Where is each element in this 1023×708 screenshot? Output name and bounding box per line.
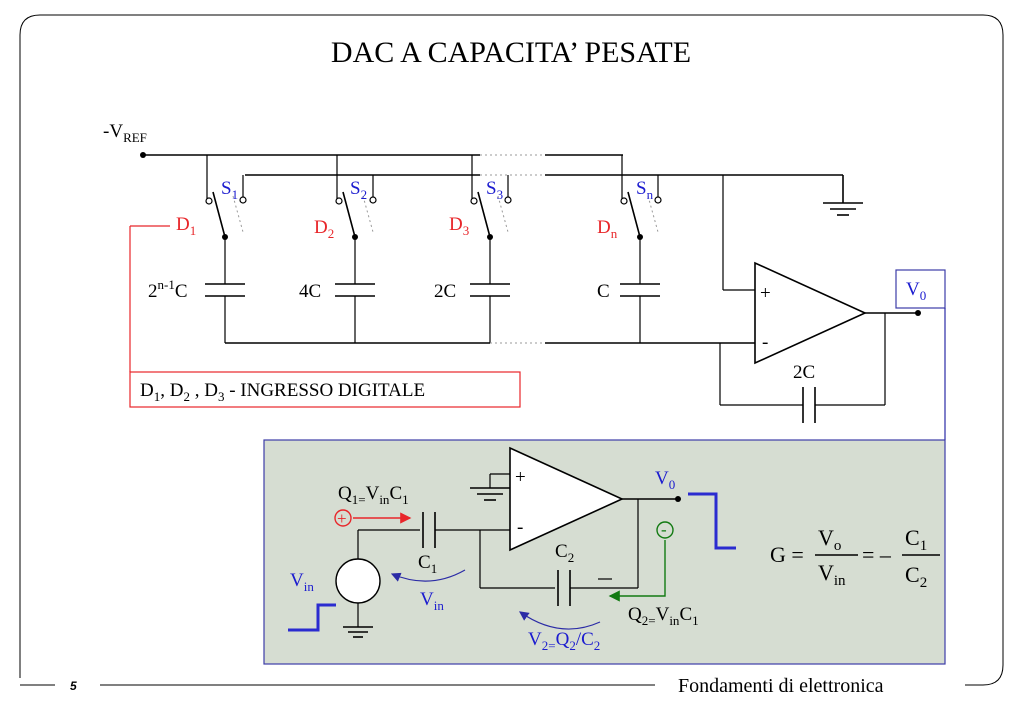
gain-den2: C2 <box>905 562 927 591</box>
gain-formula: G = Vo Vin = – C1 C2 <box>770 525 940 591</box>
detail-panel: + - V0 C1 Q1=VinC1 + <box>263 439 946 665</box>
output-step-waveform <box>688 492 736 550</box>
digital-label-1: D1 <box>176 214 196 238</box>
vref-label: -VREF <box>103 121 147 145</box>
digital-input-box <box>129 371 521 408</box>
detail-output-terminal <box>675 496 681 502</box>
digital-label-3: D3 <box>449 214 469 238</box>
digital-input-label: D1, D2 , D3 - INGRESSO DIGITALE <box>140 380 425 404</box>
gain-num2: C1 <box>905 525 927 554</box>
input-step-waveform <box>288 603 336 632</box>
main-opamp-minus: - <box>762 332 768 353</box>
cap-label-1: 2n-1C <box>148 277 188 302</box>
vin-arrow-label: Vin <box>420 589 444 613</box>
switch-branch-2: S2 D2 4C <box>299 155 377 343</box>
gain-g: G = <box>770 542 804 567</box>
plus-charge-icon <box>334 509 352 527</box>
q1-label: Q1=VinC1 <box>338 483 409 507</box>
main-opamp-plus: + <box>760 283 771 304</box>
digital-label-2: D2 <box>314 217 334 241</box>
switch-branch-n: Sn Dn C <box>597 155 662 343</box>
detail-ground-bottom-icon <box>343 626 373 638</box>
detail-opamp <box>509 446 624 552</box>
detail-opamp-minus: - <box>517 517 523 538</box>
switch-branch-3: S3 D3 2C <box>434 155 512 343</box>
c1-label: C1 <box>418 552 437 576</box>
detail-vout-label: V0 <box>655 468 675 492</box>
digital-label-n: Dn <box>597 217 618 241</box>
switch-label-1: S1 <box>221 178 238 202</box>
output-terminal <box>915 310 921 316</box>
detail-ground-top-icon <box>470 473 510 501</box>
v2-arrow <box>519 611 601 630</box>
cap-label-2: 4C <box>299 281 321 302</box>
voltage-source-icon <box>335 558 381 604</box>
switch-label-3: S3 <box>486 178 503 202</box>
page-number: 5 <box>70 679 77 693</box>
detail-opamp-plus: + <box>515 467 526 488</box>
main-opamp: + - <box>754 261 867 365</box>
minus-charge-icon <box>656 521 674 539</box>
ground-icon <box>823 175 863 216</box>
cap-label-3: 2C <box>434 281 456 302</box>
c2-label: C2 <box>555 541 574 565</box>
minus-charge-sign: - <box>661 520 667 539</box>
vin-source-label: Vin <box>290 570 314 594</box>
q2-label: Q2=VinC1 <box>628 604 699 628</box>
vin-arrow <box>390 569 466 582</box>
plus-charge-sign: + <box>337 509 347 528</box>
switch-branch-1: S1 D1 2n-1C <box>148 155 247 343</box>
vout-label: V0 <box>906 279 926 303</box>
slide-frame <box>19 14 1004 686</box>
gain-num1: Vo <box>818 525 841 554</box>
gain-den1: Vin <box>818 560 846 589</box>
vout-box <box>895 269 946 309</box>
page-title: DAC A CAPACITA’ PESATE <box>331 36 691 69</box>
switch-label-2: S2 <box>350 178 367 202</box>
main-circuit: -VREF <box>103 121 946 440</box>
footer-text: Fondamenti di elettronica <box>678 675 884 697</box>
gain-eq: = – <box>862 542 892 567</box>
v2-label: V2=Q2/C2 <box>528 629 600 653</box>
feedback-cap-label: 2C <box>793 362 815 383</box>
switch-label-n: Sn <box>636 178 654 202</box>
cap-label-n: C <box>597 281 610 302</box>
q2-arrow <box>608 540 666 602</box>
detail-panel-bg <box>263 439 946 665</box>
